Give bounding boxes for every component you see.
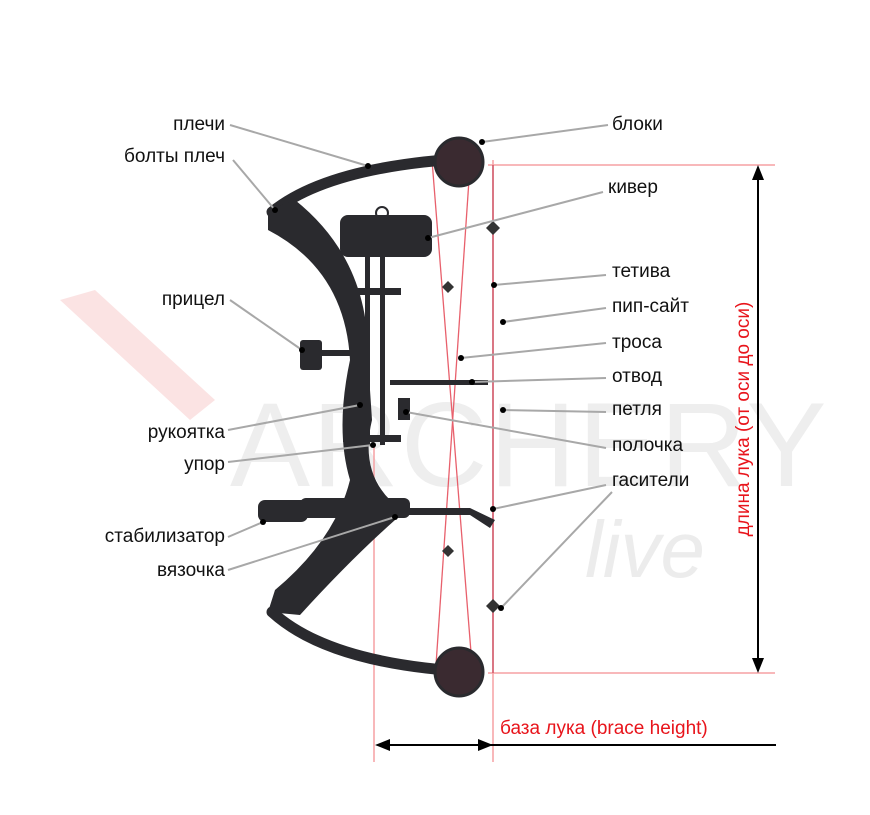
- label-wrist-sling: вязочка: [156, 560, 225, 581]
- label-grip: рукоятка: [147, 422, 225, 443]
- label-dampeners: гасители: [612, 470, 690, 491]
- label-limbs: плечи: [173, 114, 225, 135]
- string-dampeners: [442, 221, 500, 613]
- bow-strings: [431, 159, 494, 673]
- label-cable-guard: отвод: [612, 366, 662, 387]
- label-string: тетива: [612, 261, 671, 282]
- leader-dots: [260, 139, 506, 611]
- label-arrow-rest: полочка: [612, 435, 684, 456]
- label-d-loop: петля: [612, 399, 662, 420]
- watermark-sub: live: [585, 505, 706, 594]
- axle-to-axle-arrow: [752, 165, 764, 673]
- leader-lines: [227, 124, 613, 609]
- label-rest-point: упор: [184, 454, 225, 475]
- stabilizer: [258, 500, 308, 522]
- label-cams: блоки: [612, 114, 663, 135]
- label-axle-to-axle: длина лука (от оси до оси): [733, 301, 754, 537]
- label-sight: прицел: [161, 289, 225, 310]
- bow-riser: [258, 200, 495, 615]
- label-stabilizer: стабилизатор: [104, 526, 225, 547]
- cable-guard-rod: [390, 380, 488, 385]
- sight: [300, 340, 322, 370]
- label-cables: троса: [612, 332, 662, 353]
- label-quiver: кивер: [608, 177, 658, 198]
- watermark-brand: ARCHERY: [230, 378, 829, 512]
- quiver: [340, 215, 432, 257]
- label-limb-bolts: болты плеч: [124, 146, 225, 167]
- watermark-arrow: [60, 290, 215, 420]
- arrow-rest: [398, 398, 410, 420]
- bow-cams: [433, 136, 485, 698]
- brace-height-arrow: [375, 739, 776, 751]
- label-peep-sight: пип-сайт: [612, 296, 689, 317]
- label-brace-height: база лука (brace height): [500, 718, 708, 739]
